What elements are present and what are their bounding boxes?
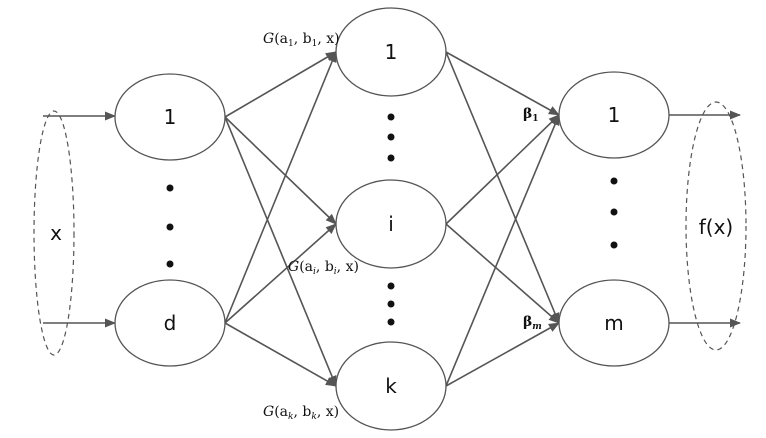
input-node-d: d	[114, 279, 226, 367]
output-group-outline	[685, 101, 747, 351]
weight-label-beta-1: β1	[523, 106, 539, 124]
output-node-m: m	[558, 279, 670, 367]
activation-label-hidden-i: G(ai, bi, x)	[288, 259, 359, 277]
output-node-1-label: 1	[608, 103, 621, 127]
edge-in1-h1	[224, 51, 337, 118]
hidden-node-1: 1	[335, 7, 447, 97]
edge-in1-hi	[224, 116, 337, 225]
input-node-1: 1	[114, 73, 226, 161]
hidden-node-k-label: k	[385, 374, 397, 398]
activation-label-hidden-k: G(ak, bk, x)	[263, 404, 339, 422]
input-group-outline	[33, 110, 75, 356]
hidden-node-i-label: i	[388, 212, 394, 236]
edge-ind-hk	[224, 322, 337, 387]
edge-hk-out1	[445, 113, 560, 387]
hidden-node-k: k	[335, 341, 447, 431]
edge-hk-outm	[445, 322, 560, 387]
edge-h1-out1	[445, 51, 560, 116]
output-node-m-label: m	[604, 311, 623, 335]
edge-ind-hi	[224, 223, 337, 324]
output-node-1: 1	[558, 71, 670, 159]
hidden-node-1-label: 1	[385, 40, 398, 64]
edge-hi-outm	[445, 223, 560, 324]
weight-label-beta-m: βm	[523, 314, 542, 332]
activation-label-hidden-1: G(a1, b1, x)	[263, 31, 340, 49]
edge-in1-hk	[224, 116, 337, 388]
hidden-ellipsis-dots-lower	[387, 282, 395, 326]
input-node-d-label: d	[164, 311, 177, 335]
edge-ind-h1	[224, 50, 337, 324]
input-ellipsis-dots	[166, 184, 174, 268]
hidden-ellipsis-dots-upper	[387, 113, 395, 162]
edge-h1-outm	[445, 51, 560, 325]
output-group-label: f(x)	[699, 215, 733, 239]
edge-hi-out1	[445, 114, 560, 225]
input-node-1-label: 1	[164, 105, 177, 129]
output-ellipsis-dots	[610, 177, 618, 249]
input-group-label: x	[50, 221, 62, 245]
hidden-node-i: i	[335, 179, 447, 269]
